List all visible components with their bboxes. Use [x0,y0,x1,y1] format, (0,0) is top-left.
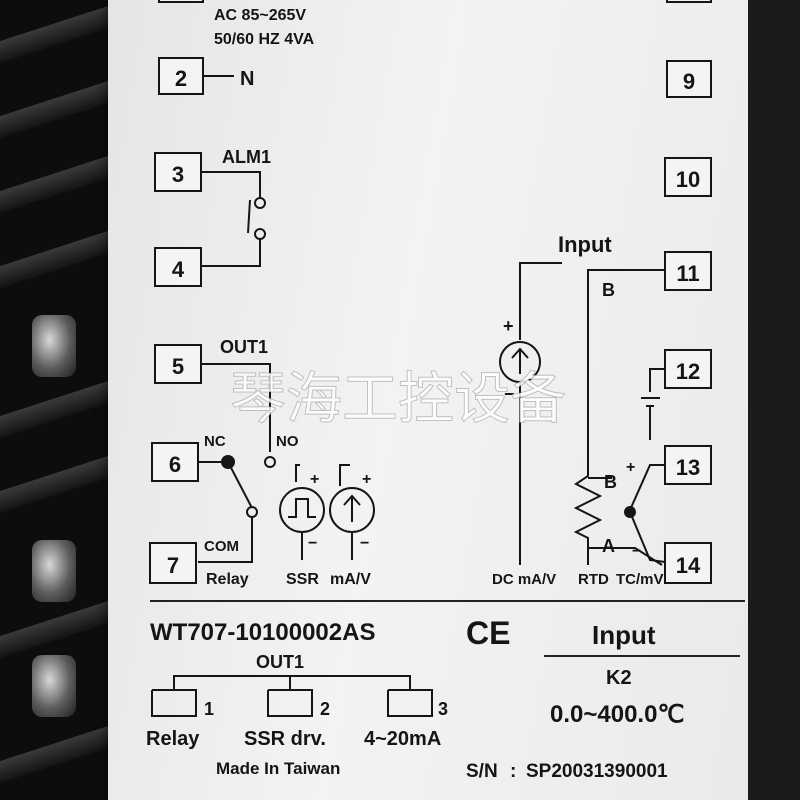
svg-text:1: 1 [204,699,214,719]
terminal-10: 10 [664,157,712,197]
svg-text:14: 14 [676,553,701,578]
terminal-box-8-partial [666,0,712,3]
current-source-symbol: + − [329,464,375,560]
out1-option-ssr: 2 SSR drv. [244,689,330,750]
terminal-7: 7 [149,542,197,584]
no-label: NO [276,433,299,450]
com-label: COM [204,538,239,555]
rtd-label: RTD [578,571,609,588]
input-b-label: B [602,280,615,300]
svg-text:6: 6 [169,452,181,477]
svg-text:7: 7 [167,553,179,578]
model-number: WT707-10100002AS [150,619,375,646]
terminal-14: 14 [664,542,712,584]
ssr-label: SSR [286,571,319,588]
rtd-a-label: A [602,536,615,556]
terminal-13: 13 [664,445,712,485]
svg-text:3: 3 [438,699,448,719]
terminal-12: 12 [664,349,712,389]
relay-label: Relay [206,571,249,588]
terminal-9: 9 [666,60,712,98]
nc-label: NC [204,433,226,450]
svg-text:2: 2 [320,699,330,719]
dc-mav-label: DC mA/V [492,571,556,588]
svg-text:11: 11 [676,261,699,286]
svg-text:4: 4 [172,257,185,282]
svg-text:Relay: Relay [146,728,200,750]
power-voltage: AC 85~265V [214,7,306,24]
tc-mv-label: TC/mV [616,571,664,588]
terminal-box-1-partial [158,0,204,3]
svg-text:−: − [504,384,515,404]
input-section-title: Input [592,620,656,650]
watermark-text: 琴海工控设备 [230,367,566,432]
serial-label: S/N [466,761,498,782]
terminal-screw [32,315,76,377]
wiring-label [108,0,748,800]
svg-text:−: − [632,543,641,560]
output-relay-contact [198,455,276,563]
svg-text:+: + [362,471,371,488]
terminal-screw [32,540,76,602]
terminal-5: 5 [154,344,202,384]
svg-text:+: + [626,459,635,476]
terminal-2: 2 [158,57,204,95]
ma-v-label: mA/V [330,571,371,588]
made-in-label: Made In Taiwan [216,759,340,778]
housing-edge [748,0,800,800]
terminal-screw [32,655,76,717]
svg-text:2: 2 [175,66,187,91]
svg-text:10: 10 [676,167,700,192]
terminal-3: 3 [154,152,202,192]
input-range: 0.0~400.0℃ [550,701,684,728]
terminal-4: 4 [154,247,202,287]
svg-text:9: 9 [683,69,695,94]
neutral-label: N [240,68,254,90]
svg-text:12: 12 [676,359,700,384]
power-frequency: 50/60 HZ 4VA [214,31,315,48]
svg-text:5: 5 [172,354,184,379]
ssr-symbol: + − [279,464,325,560]
svg-text:3: 3 [172,162,184,187]
alm1-label: ALM1 [222,147,271,167]
svg-text:4~20mA: 4~20mA [364,728,441,750]
terminal-11: 11 [664,251,712,291]
thermocouple-symbol: + − [624,459,666,563]
rtd-b-label: B [604,472,617,492]
dc-input-source-symbol: + − [499,262,562,565]
svg-text:−: − [308,535,317,552]
input-type: K2 [606,667,632,689]
svg-text:+: + [503,316,514,336]
out1-terminal-label: OUT1 [220,337,268,357]
serial-colon: : [510,761,516,782]
svg-text:−: − [360,535,369,552]
svg-text:SSR drv.: SSR drv. [244,728,326,750]
terminal-6: 6 [151,442,199,482]
ce-mark: CE [466,615,510,651]
alarm-relay-contact [201,171,266,267]
out1-section-title: OUT1 [256,652,304,672]
out1-option-relay: 1 Relay [146,689,214,750]
svg-text:13: 13 [676,455,700,480]
svg-text:+: + [310,471,319,488]
serial-number: SP20031390001 [526,761,668,782]
out1-option-4-20ma: 3 4~20mA [364,689,448,750]
input-terminal-label: Input [558,232,612,257]
